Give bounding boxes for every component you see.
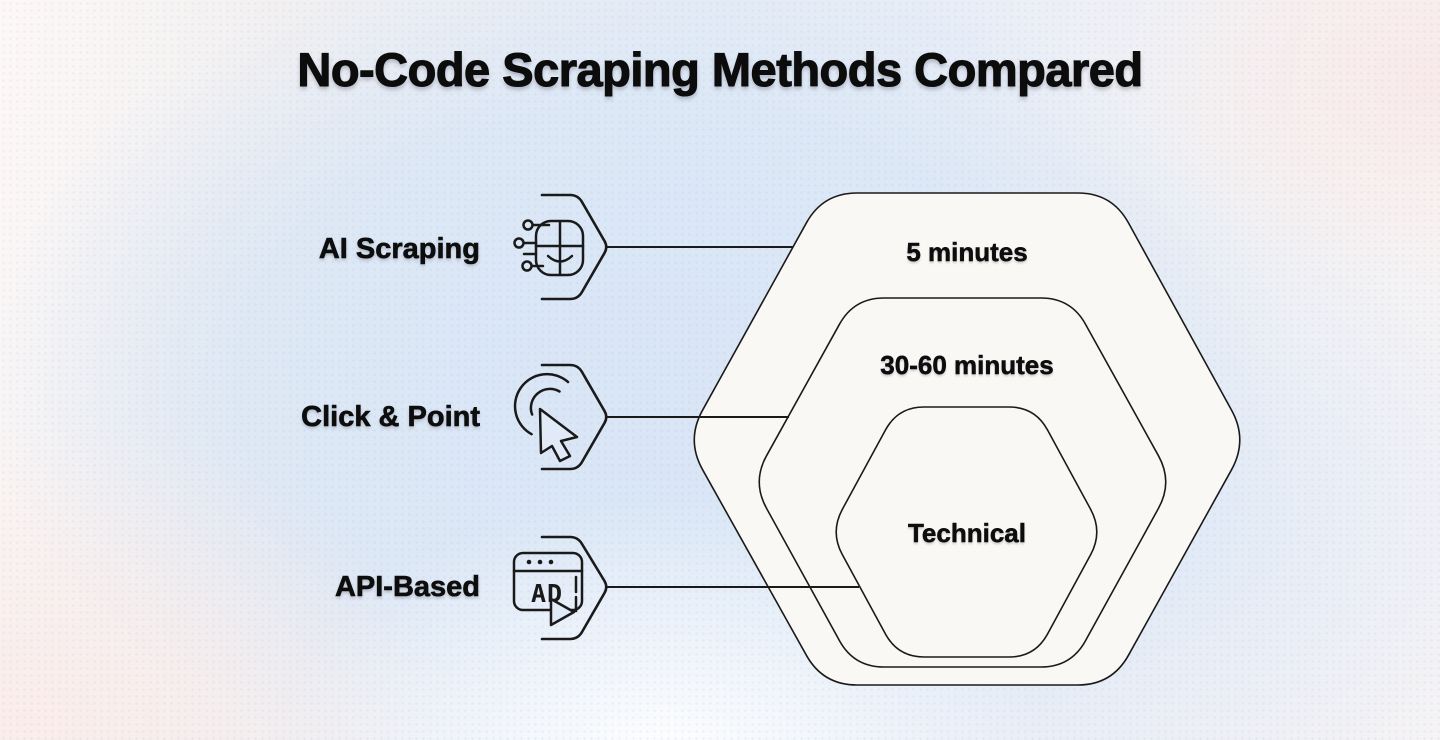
page-title: No-Code Scraping Methods Compared — [297, 42, 1144, 96]
badge-ai-scraping — [540, 193, 608, 301]
hexagon-label-inner: Technical — [907, 518, 1027, 549]
browser-dot-3 — [548, 559, 554, 565]
hexagon-label-outer: 5 minutes — [906, 237, 1028, 268]
method-label-ai-scraping: AI Scraping — [318, 233, 481, 266]
browser-dot-1 — [526, 559, 532, 565]
browser-window-outline — [512, 551, 584, 612]
tap-arc-outer — [513, 372, 570, 436]
circuit-node-top — [522, 219, 534, 231]
method-label-api-based: API-Based — [334, 571, 481, 604]
method-label-click-point: Click & Point — [301, 401, 480, 434]
api-ad-player-icon: AD — [512, 551, 584, 627]
play-triangle — [549, 597, 576, 627]
hexagon-label-middle: 30-60 minutes — [880, 350, 1054, 381]
method-badges — [540, 193, 608, 641]
badge-api-based — [540, 535, 608, 641]
browser-dot-2 — [537, 559, 543, 565]
ai-robot-circuit-icon — [513, 219, 585, 277]
click-cursor-icon — [513, 372, 579, 463]
tap-arc-inner — [529, 387, 561, 416]
cursor-arrow — [538, 407, 579, 463]
badge-click-point — [540, 363, 608, 471]
hexagon-inner — [835, 406, 1098, 658]
circuit-node-bottom — [521, 260, 533, 272]
circuit-node-mid — [513, 237, 525, 249]
nested-hexagons — [693, 192, 1241, 686]
robot-smile — [546, 254, 574, 263]
connector-lines — [606, 245, 859, 589]
